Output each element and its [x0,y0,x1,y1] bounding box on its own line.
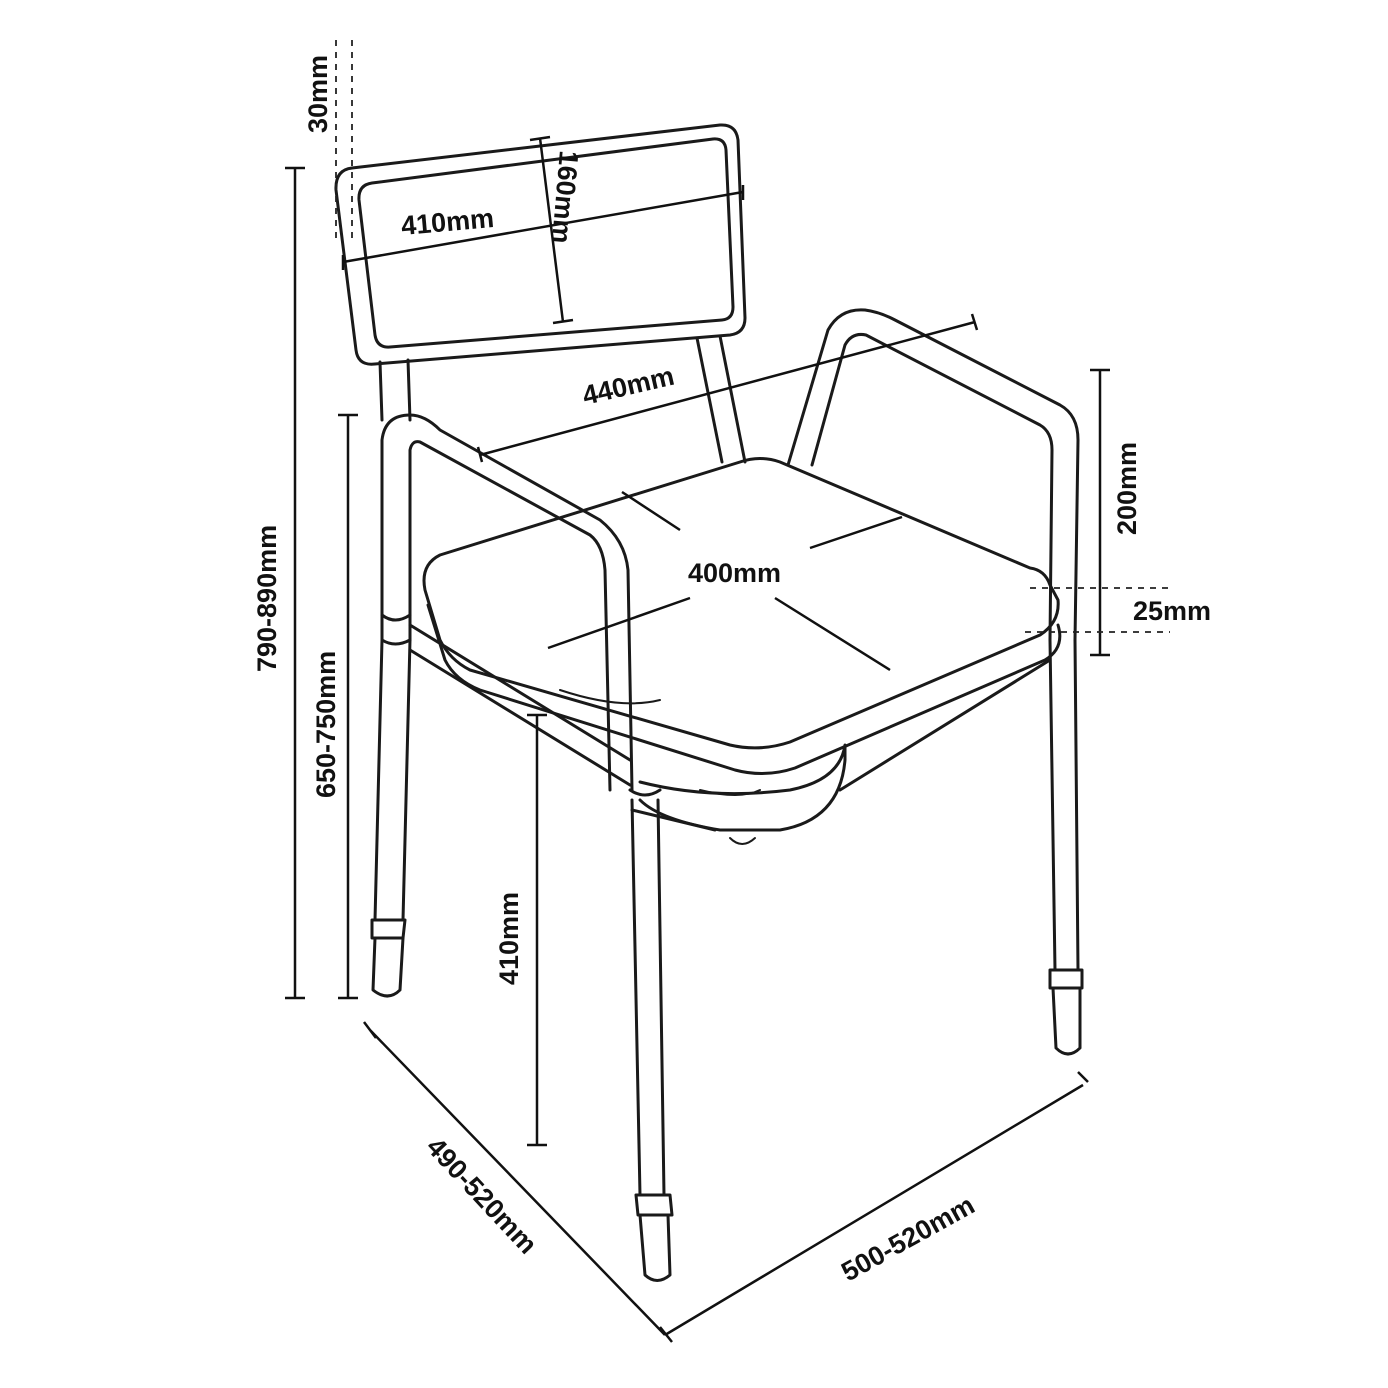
seat-height-label: 410mm [494,892,524,985]
frame-legs [370,613,1084,1282]
back-posts [378,334,747,464]
backrest-thickness-label: 30mm [303,55,333,133]
backrest-width-label: 410mm [400,203,495,241]
dimension-lines [285,40,1170,1343]
seat-thickness-label: 25mm [1133,596,1211,626]
left-armrest [380,413,634,792]
seat-size-label: 400mm [688,558,781,588]
width-between-arms-label: 440mm [580,361,677,411]
overall-height-label: 790-890mm [252,525,282,672]
seat [422,457,1062,845]
depth-label: 490-520mm [421,1132,543,1260]
backrest-height-label: 160mm [546,149,584,244]
arm-height-above-seat-label: 200mm [1112,442,1142,535]
width-label: 500-520mm [836,1190,979,1288]
backrest [334,123,747,366]
right-armrest [786,308,1080,642]
arm-height-label: 650-750mm [311,651,341,798]
